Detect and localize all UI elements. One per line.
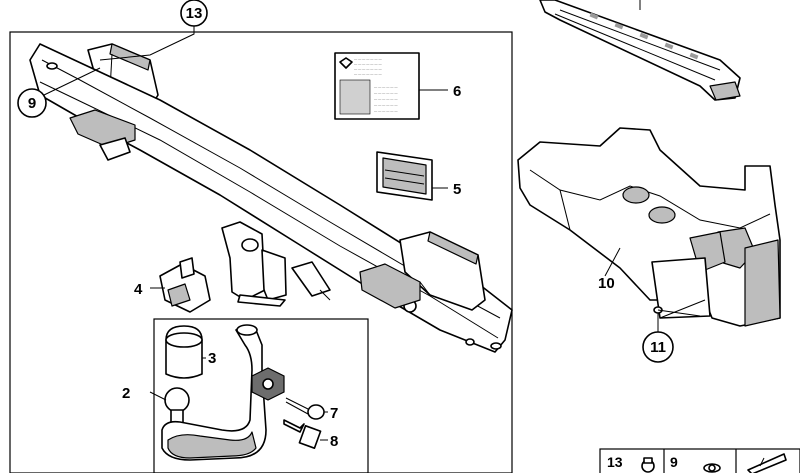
svg-text:4: 4 [134, 281, 143, 298]
svg-text:9: 9 [670, 454, 678, 470]
svg-text:— — — — — —: — — — — — — [374, 85, 398, 89]
svg-text:9: 9 [28, 95, 36, 112]
svg-text:— — — — — —: — — — — — — [374, 91, 398, 95]
svg-text:— — — — — —: — — — — — — [374, 109, 398, 113]
ball-cap: 3 [165, 325, 216, 379]
svg-text:5: 5 [453, 181, 461, 198]
callout-9: 9 [17, 67, 101, 118]
callout-13-top: 13 [99, 0, 208, 61]
main-frame [9, 31, 513, 473]
tow-bar-crossbeam [29, 43, 513, 353]
svg-text:— — — — — — —: — — — — — — — [354, 62, 382, 66]
svg-text:11: 11 [650, 339, 666, 356]
detachable-tow-ball: 2 [122, 324, 285, 461]
socket-housing: 4 [134, 257, 211, 313]
callout-11: 11 [642, 306, 701, 363]
svg-text:— — — — — — —: — — — — — — — [354, 72, 382, 76]
key: 8 [283, 419, 338, 450]
svg-text:10: 10 [598, 275, 615, 292]
tow-hitch-subframe [153, 318, 369, 473]
svg-text:— — — — — — —: — — — — — — — [354, 67, 382, 71]
svg-text:7: 7 [330, 405, 338, 422]
svg-text:— — — — — —: — — — — — — [374, 97, 398, 101]
foam-absorber: 10 [517, 127, 781, 327]
svg-text:8: 8 [330, 433, 338, 450]
svg-text:6: 6 [453, 83, 461, 100]
svg-text:13: 13 [607, 454, 623, 470]
svg-text:2: 2 [122, 385, 130, 402]
rubber-pad: 5 [376, 151, 461, 201]
svg-text:3: 3 [208, 350, 216, 367]
lock-knob: 7 [285, 397, 338, 422]
svg-text:— — — — — —: — — — — — — [374, 103, 398, 107]
warning-label: — — — — — — — — — — — — — — — — — — — — … [334, 52, 461, 120]
svg-text:— — — — — — —: — — — — — — — [354, 57, 382, 61]
bumper-strip [539, 0, 741, 101]
svg-text:13: 13 [186, 5, 203, 22]
small-parts-legend: 13 9 [599, 448, 800, 473]
